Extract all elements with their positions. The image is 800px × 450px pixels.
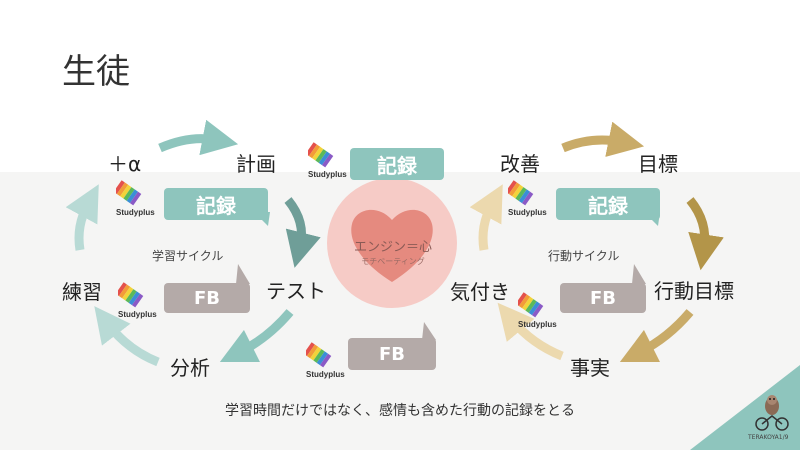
heart-icon <box>351 209 433 282</box>
corner-triangle <box>690 365 800 450</box>
action-record-bubble: 記録 <box>556 188 660 220</box>
studyplus-icon-action-record: Studyplus <box>505 178 547 217</box>
study-cycle-label: 学習サイクル <box>152 249 224 263</box>
arrow-analysis-to-practice <box>94 306 160 367</box>
node-plan: 計画 <box>236 152 276 176</box>
node-notice: 気付き <box>450 280 510 304</box>
node-goal: 目標 <box>638 152 678 176</box>
caption-text: 学習時間だけではなく、感情も含めた行動の記録をとる <box>225 403 575 419</box>
arrow-plan-to-test <box>284 197 321 268</box>
studyplus-icon-center-record: Studyplus <box>305 140 347 179</box>
studyplus-icon-center-fb: Studyplus <box>303 340 345 379</box>
center-record-bubble: 記録 <box>350 148 444 180</box>
node-action-goal: 行動目標 <box>654 279 734 303</box>
studyplus-icon-study-record: Studyplus <box>113 178 155 217</box>
motivation-label: モチベーティング <box>361 257 425 266</box>
arrow-goal-to-action <box>686 197 724 271</box>
arrow-improve-to-goal <box>561 121 645 158</box>
logo-text: TERAKOYA1/9 <box>748 434 789 441</box>
study-record-bubble: 記録 <box>164 188 268 220</box>
arrow-plus-to-plan <box>158 119 239 156</box>
node-analysis: 分析 <box>170 356 210 380</box>
node-plus-alpha: ＋α <box>108 152 142 176</box>
node-test: テスト <box>266 279 326 303</box>
action-fb-bubble: FB <box>560 283 646 313</box>
center-fb-bubble: FB <box>348 338 436 370</box>
studyplus-icon-action-fb: Studyplus <box>515 290 557 329</box>
page-title: 生徒 <box>62 52 130 92</box>
arrow-practice-to-plus <box>65 184 99 251</box>
arrow-fact-to-notice <box>497 302 564 361</box>
otter-bicycle-logo-icon <box>755 395 789 431</box>
arrow-notice-to-improve <box>469 184 503 251</box>
arrow-action-to-fact <box>619 309 694 363</box>
node-practice: 練習 <box>62 280 102 304</box>
arrow-test-to-analysis <box>219 309 294 363</box>
action-cycle-label: 行動サイクル <box>548 249 620 263</box>
node-improve: 改善 <box>500 152 540 176</box>
study-fb-bubble: FB <box>164 283 250 313</box>
node-fact: 事実 <box>570 356 610 380</box>
engine-label: エンジン＝心 <box>353 240 432 255</box>
studyplus-icon-study-fb: Studyplus <box>115 280 157 319</box>
